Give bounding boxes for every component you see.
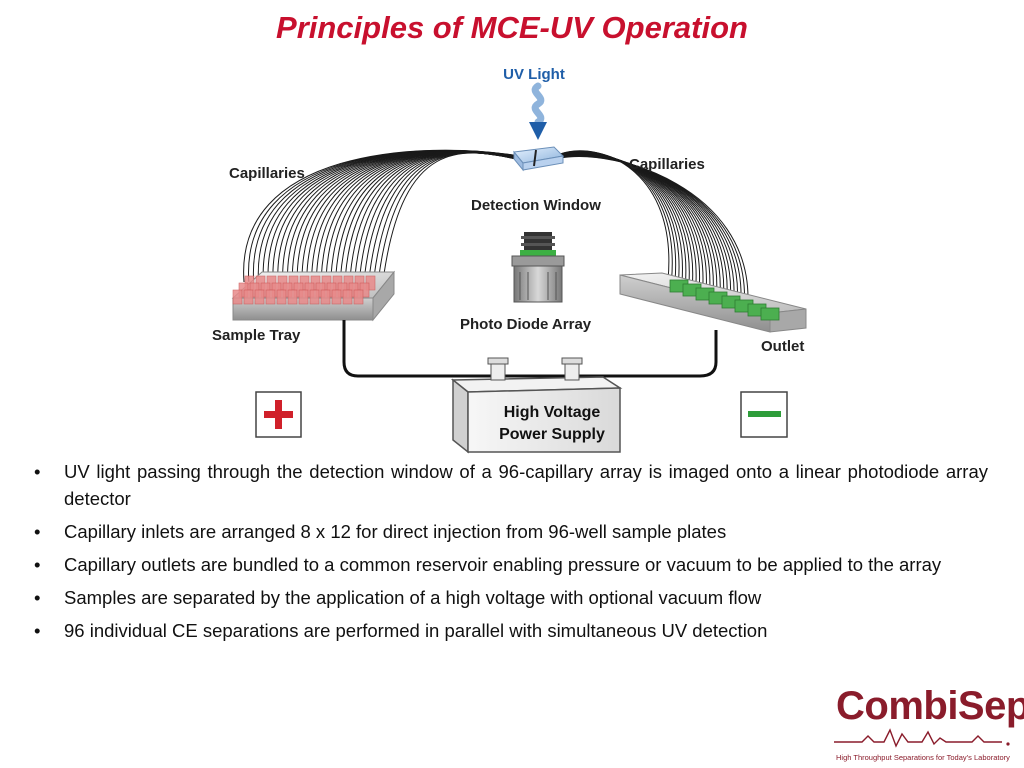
detection-window <box>513 146 565 172</box>
circuit-wire <box>342 320 718 378</box>
outlet-tray <box>619 272 807 333</box>
uv-arrow-icon <box>529 122 547 140</box>
page-title: Principles of MCE-UV Operation <box>276 10 748 45</box>
uv-light-label: UV Light <box>503 66 565 83</box>
capillaries-right-label: Capillaries <box>629 156 705 173</box>
high-voltage-power-supply: High Voltage Power Supply <box>450 357 623 454</box>
bullet-item: •Capillary inlets are arranged 8 x 12 fo… <box>30 518 988 545</box>
power-supply-line1: High Voltage <box>504 404 601 421</box>
bullet-list: •UV light passing through the detection … <box>30 458 988 650</box>
sample-tray-label: Sample Tray <box>212 327 301 344</box>
positive-terminal-sign: + <box>255 391 302 438</box>
capillaries-left-label: Capillaries <box>229 165 305 182</box>
bullet-dot: • <box>34 521 41 542</box>
bullet-item: •96 individual CE separations are perfor… <box>30 617 988 644</box>
bullet-item: •Capillary outlets are bundled to a comm… <box>30 551 988 578</box>
capillary-bundle <box>243 149 749 299</box>
negative-terminal-sign: – <box>740 391 788 438</box>
logo-wordmark: CombiSep <box>836 684 1024 728</box>
combisep-logo: CombiSep High Throughput Separations for… <box>832 684 1024 764</box>
logo-tagline: High Throughput Separations for Today’s … <box>836 753 1010 762</box>
bullet-dot: • <box>34 554 41 575</box>
bullet-dot: • <box>34 620 41 641</box>
uv-wave-icon <box>531 82 545 126</box>
power-supply-line2: Power Supply <box>499 426 605 443</box>
outlet-label: Outlet <box>761 338 804 355</box>
photo-diode-array-label: Photo Diode Array <box>460 316 592 333</box>
bullet-dot: • <box>34 587 41 608</box>
bullet-item: •Samples are separated by the applicatio… <box>30 584 988 611</box>
photo-diode-array <box>511 232 565 303</box>
combisep-logo-icon <box>834 728 1010 748</box>
detection-window-label: Detection Window <box>471 197 601 214</box>
bullet-item: •UV light passing through the detection … <box>30 458 988 512</box>
bullet-dot: • <box>34 461 41 482</box>
sample-tray <box>231 270 396 322</box>
mce-uv-diagram: UV Light Capillaries Capillaries Detecti… <box>212 66 807 454</box>
